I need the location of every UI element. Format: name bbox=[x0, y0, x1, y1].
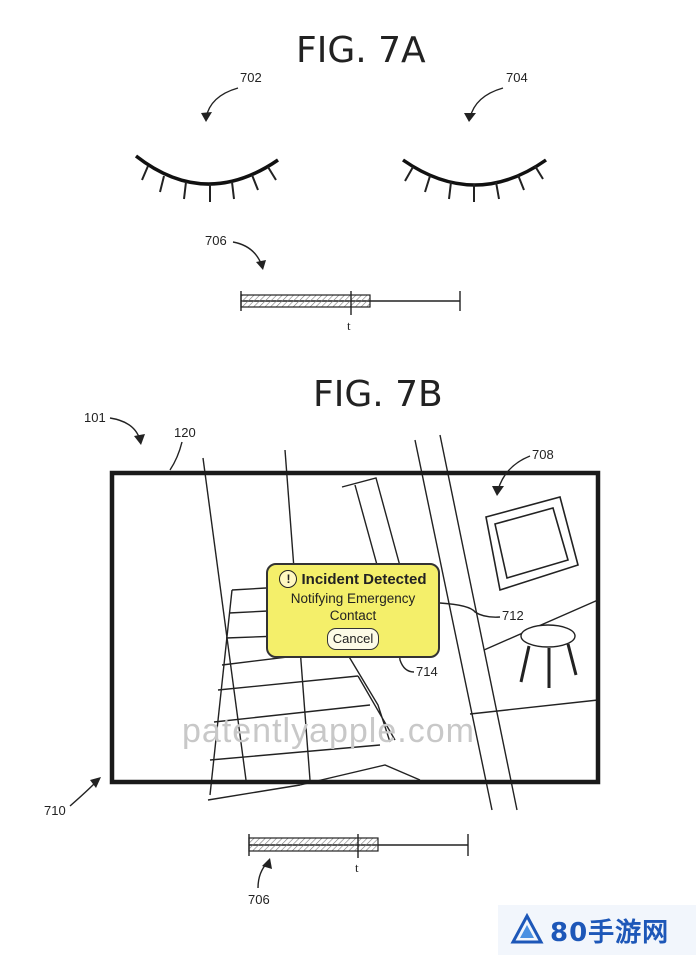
ref-120-label: 120 bbox=[174, 425, 196, 440]
ref-708-arrowhead bbox=[492, 486, 504, 496]
ref-708-label: 708 bbox=[532, 447, 554, 462]
display-frame bbox=[109, 470, 601, 785]
ref-702-label: 702 bbox=[240, 70, 262, 85]
timeline-7b-elapsed-bar bbox=[248, 837, 379, 852]
timeline-7a-t-label: t bbox=[347, 318, 351, 333]
wall-picture-frame bbox=[485, 496, 579, 592]
timeline-7a-elapsed-bar bbox=[240, 294, 371, 308]
logo-mark-icon bbox=[510, 913, 544, 944]
popup-message: Notifying Emergency Contact bbox=[290, 591, 416, 623]
timeline-7b-t-label: t bbox=[355, 860, 359, 875]
ref-710-arrowhead bbox=[90, 777, 101, 788]
timeline-7b bbox=[248, 834, 469, 858]
ref-101-label: 101 bbox=[84, 410, 106, 425]
ref-706-top-arrowhead bbox=[256, 260, 266, 270]
ref-702-arrowhead bbox=[201, 112, 212, 122]
fig-7a-title: FIG. 7A bbox=[296, 30, 426, 71]
site-logo: 80手游网 bbox=[498, 905, 696, 955]
popup-title: Incident Detected bbox=[301, 570, 427, 588]
ref-714-label: 714 bbox=[416, 664, 438, 679]
right-closed-eye bbox=[402, 158, 548, 202]
exclamation-icon: ! bbox=[279, 570, 298, 588]
ref-120-leader bbox=[169, 441, 183, 471]
ref-712-leader bbox=[439, 602, 501, 618]
ref-712-label: 712 bbox=[502, 608, 524, 623]
ref-710-leader bbox=[69, 781, 97, 807]
stool bbox=[520, 624, 576, 648]
left-closed-eye bbox=[134, 154, 279, 202]
ref-706-top-label: 706 bbox=[205, 233, 227, 248]
timeline-7a bbox=[240, 291, 461, 315]
fig-7b-title: FIG. 7B bbox=[313, 374, 443, 415]
ref-706-bottom-label: 706 bbox=[248, 892, 270, 907]
ref-101-arrowhead bbox=[134, 434, 145, 445]
ref-710-label: 710 bbox=[44, 803, 66, 818]
popup-header: ! Incident Detected bbox=[268, 570, 438, 588]
incident-alert-popup: ! Incident Detected Notifying Emergency … bbox=[266, 563, 440, 658]
watermark: patentlyapple.com bbox=[182, 712, 475, 750]
logo-text: 80手游网 bbox=[550, 917, 670, 948]
ref-706-bottom-arrowhead bbox=[262, 858, 272, 869]
ref-704-arrowhead bbox=[464, 113, 476, 122]
ref-704-label: 704 bbox=[506, 70, 528, 85]
cancel-button[interactable]: Cancel bbox=[327, 628, 379, 650]
